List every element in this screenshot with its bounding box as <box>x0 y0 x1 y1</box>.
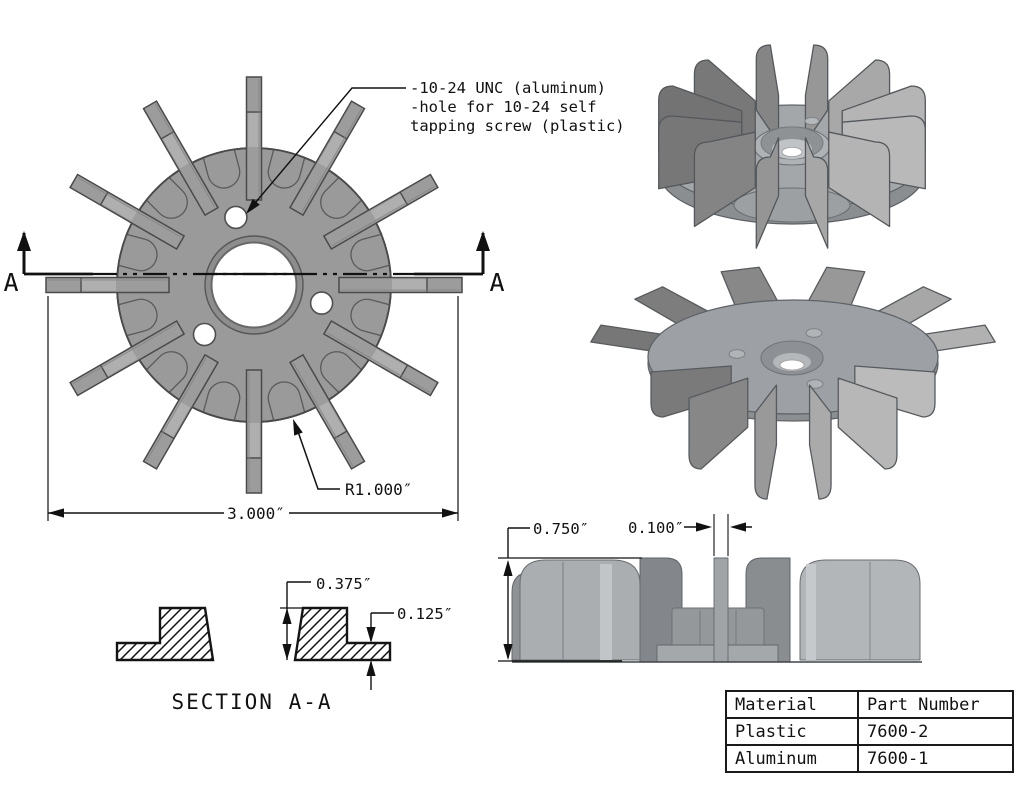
side-blade-right <box>799 559 921 661</box>
section-plane: A A <box>3 231 505 297</box>
flange-thickness-label: 0.125″ <box>397 605 453 623</box>
side-blade-inner-left <box>639 557 683 663</box>
radius-leader <box>294 422 340 490</box>
hub-bore <box>210 241 298 329</box>
blade-height-dimension: 0.375″ <box>280 575 372 660</box>
section-arrow-left <box>17 231 31 251</box>
side-3d-view <box>511 557 922 663</box>
height-label: 0.750″ <box>533 520 589 538</box>
radius-dimension: R1.000″ <box>288 417 412 499</box>
blade-pockets <box>118 149 390 421</box>
table-row-plastic: Plastic 7600-2 <box>725 717 1014 746</box>
blade-thickness-dimension: 0.100″ <box>628 514 752 556</box>
annotation-line-3: tapping screw (plastic) <box>410 117 625 135</box>
section-shape-right <box>293 606 392 662</box>
mounting-hole-right <box>309 291 334 315</box>
annotation-leader <box>249 87 406 210</box>
blade-thickness-label: 0.100″ <box>628 519 684 537</box>
iso-top-view <box>658 44 926 249</box>
section-shape-left <box>115 606 215 662</box>
flange-thickness-dimension: 0.125″ <box>366 605 453 690</box>
width-label: 3.000″ <box>227 504 285 523</box>
height-dimension: 0.750″ <box>498 520 642 662</box>
dim-arrow-left <box>48 508 64 518</box>
annotation-line-1: -10-24 UNC (aluminum) <box>410 79 606 97</box>
side-blade-left <box>519 559 641 661</box>
hole-annotation: -10-24 UNC (aluminum) -hole for 10-24 se… <box>242 79 625 217</box>
section-aa-view: 0.375″ 0.125″ SECTION A-A <box>115 575 453 714</box>
table-header-material: Material <box>725 690 859 719</box>
section-title: SECTION A-A <box>171 690 332 714</box>
section-letter-left: A <box>3 268 18 297</box>
annotation-line-2: -hole for 10-24 self <box>410 98 597 116</box>
side-highlight-left <box>600 564 612 660</box>
part-number-cell: 7600-2 <box>857 717 1014 746</box>
radius-arrow <box>288 417 303 436</box>
width-dimension: 3.000″ <box>47 296 459 523</box>
side-highlight-right <box>806 564 816 660</box>
front-view <box>45 76 463 494</box>
material-cell: Aluminum <box>725 744 859 773</box>
mounting-hole-left <box>192 322 217 347</box>
part-number-cell: 7600-1 <box>857 744 1014 773</box>
table-row-aluminum: Aluminum 7600-1 <box>725 744 1014 773</box>
section-letter-right: A <box>489 268 504 297</box>
blade-height-label: 0.375″ <box>316 575 372 593</box>
table-header-part-number: Part Number <box>857 690 1014 719</box>
table-header-row: Material Part Number <box>725 690 1014 719</box>
radius-label: R1.000″ <box>345 480 412 499</box>
mounting-hole-top <box>224 205 248 230</box>
fan-blades <box>45 76 463 494</box>
parts-table: Material Part Number Plastic 7600-2 Alum… <box>725 690 1014 773</box>
center-blade <box>713 557 729 663</box>
material-cell: Plastic <box>725 717 859 746</box>
dim-arrow-right <box>442 508 458 518</box>
section-arrow-right <box>476 231 490 251</box>
iso-bottom-view <box>590 266 996 500</box>
